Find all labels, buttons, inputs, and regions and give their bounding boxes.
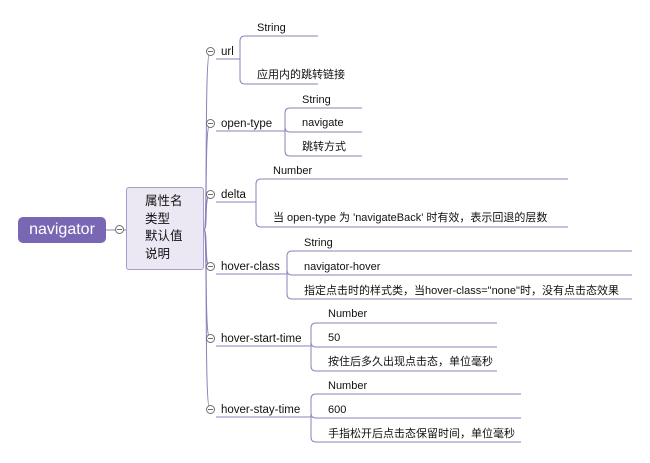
delta-type: Number: [273, 165, 313, 177]
child-line-hover-stay-time-1: [310, 412, 521, 419]
legend-line-description: 说明: [145, 246, 171, 261]
property-open-type[interactable]: open-type: [221, 118, 273, 130]
child-line-url-0: [239, 35, 318, 59]
child-line-open-type-1: [284, 126, 362, 133]
child-line-open-type-2: [284, 131, 362, 157]
branch-line-open-type: [203, 123, 211, 231]
delta-description: 当 open-type 为 'navigateBack' 时有效，表示回退的层数: [273, 212, 548, 224]
open-type-collapse-icon[interactable]: [206, 119, 215, 128]
child-line-url-1: [239, 59, 318, 85]
legend-line-default: 默认值: [145, 229, 183, 243]
child-line-hover-class-2: [286, 274, 632, 300]
child-line-hover-stay-time-0: [310, 393, 521, 417]
url-description: 应用内的跳转链接: [257, 69, 345, 81]
hover-stay-time-description: 手指松开后点击态保留时间，单位毫秒: [328, 428, 515, 440]
hover-class-default: navigator-hover: [304, 261, 381, 273]
child-line-hover-class-0: [286, 250, 632, 274]
open-type-description: 跳转方式: [302, 141, 346, 153]
property-delta[interactable]: delta: [221, 189, 246, 201]
child-line-open-type-0: [284, 107, 362, 131]
root-collapse-icon[interactable]: [115, 225, 124, 234]
child-line-hover-stay-time-2: [310, 417, 521, 443]
property-hover-stay-time[interactable]: hover-stay-time: [221, 404, 301, 416]
hover-start-time-collapse-icon[interactable]: [206, 334, 215, 343]
property-hover-start-time[interactable]: hover-start-time: [221, 333, 302, 345]
child-line-hover-start-time-2: [310, 346, 497, 372]
delta-collapse-icon[interactable]: [206, 190, 215, 199]
hover-stay-time-default: 600: [328, 404, 347, 416]
open-type-default: navigate: [302, 117, 344, 129]
url-collapse-icon[interactable]: [206, 47, 215, 56]
hover-start-time-type: Number: [328, 308, 368, 320]
root-node-label: navigator: [29, 221, 95, 238]
property-url[interactable]: url: [221, 46, 234, 58]
property-hover-class[interactable]: hover-class: [221, 261, 280, 273]
legend-line-type: 类型: [145, 211, 171, 226]
child-line-delta-1: [255, 202, 568, 228]
legend-line-name: 属性名: [145, 194, 183, 208]
root-node-navigator[interactable]: navigator: [18, 217, 106, 243]
hover-start-time-default: 50: [328, 332, 341, 344]
url-type: String: [257, 22, 286, 34]
open-type-type: String: [302, 94, 331, 106]
hover-start-time-description: 按住后多久出现点击态，单位毫秒: [328, 356, 493, 368]
branch-line-hover-start-time: [203, 229, 211, 340]
branch-line-hover-stay-time: [203, 229, 211, 411]
hover-stay-time-type: Number: [328, 380, 368, 392]
child-line-delta-0: [255, 178, 568, 202]
hover-class-type: String: [304, 237, 333, 249]
child-line-hover-start-time-1: [310, 341, 497, 348]
legend-node[interactable]: 属性名 类型 默认值 说明: [126, 187, 204, 270]
hover-class-collapse-icon[interactable]: [206, 262, 215, 271]
hover-class-description: 指定点击时的样式类，当hover-class="none"时，没有点击态效果: [304, 285, 619, 297]
child-line-hover-class-1: [286, 269, 632, 276]
child-line-hover-start-time-0: [310, 322, 497, 346]
hover-stay-time-collapse-icon[interactable]: [206, 405, 215, 414]
